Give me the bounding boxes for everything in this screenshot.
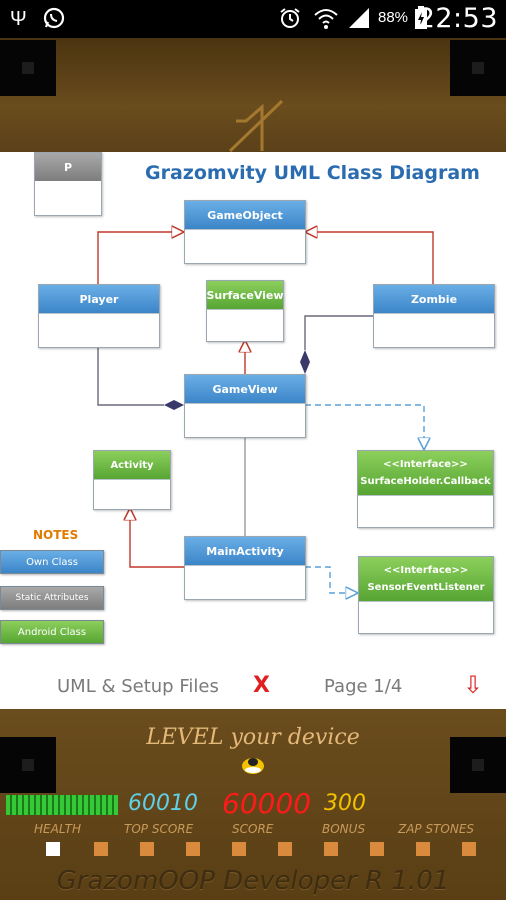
bonus-label: BONUS <box>322 822 366 836</box>
composition-diamond <box>164 400 184 410</box>
close-button[interactable]: X <box>253 673 270 698</box>
interface-header: <<Interface>> SensorEventListener <box>359 557 493 601</box>
whatsapp-icon <box>42 6 66 37</box>
game-background-bottom: LEVEL your device 60010 60000 300 HEALTH… <box>0 709 506 900</box>
clock: 22:53 <box>417 3 498 34</box>
class-gameobject[interactable]: GameObject <box>184 200 306 264</box>
class-name: MainActivity <box>185 537 305 565</box>
interface-header: <<Interface>> SurfaceHolder.Callback <box>358 451 493 495</box>
realization-gameview-surfaceholder <box>305 404 424 450</box>
bonus-value: 300 <box>324 791 366 816</box>
legend-class-label: P <box>35 153 101 181</box>
score-value: 60000 <box>222 787 312 820</box>
note-static-attributes: Static Attributes <box>0 586 104 610</box>
health-label: HEALTH <box>34 822 82 836</box>
wifi-icon <box>313 6 339 37</box>
zap-stone <box>416 842 430 856</box>
level-bubble-icon <box>242 758 264 774</box>
note-own-class: Own Class <box>0 550 104 574</box>
alarm-icon <box>278 6 302 37</box>
page-indicator: Page 1/4 <box>324 676 403 697</box>
corner-block <box>450 40 506 96</box>
composition-diamond <box>300 350 310 374</box>
class-gameview[interactable]: GameView <box>184 374 306 438</box>
signal-icon <box>347 6 371 37</box>
class-name: Player <box>39 285 159 313</box>
class-player[interactable]: Player <box>38 284 160 348</box>
zap-stone <box>278 842 292 856</box>
note-android-class: Android Class <box>0 620 104 644</box>
class-zombie[interactable]: Zombie <box>373 284 495 348</box>
class-mainactivity[interactable]: MainActivity <box>184 536 306 600</box>
battery-percent: 88% <box>378 9 409 26</box>
zap-stone <box>462 842 476 856</box>
inheritance-mainactivity-activity <box>130 508 184 568</box>
zap-stone-active <box>46 842 60 856</box>
next-page-arrow-icon[interactable]: ⇩ <box>463 671 484 699</box>
class-name: Zombie <box>374 285 494 313</box>
top-score-label: TOP SCORE <box>124 822 194 836</box>
diagram-title: Grazomvity UML Class Diagram <box>145 162 480 184</box>
interface-sensoreventlistener[interactable]: <<Interface>> SensorEventListener <box>358 556 494 634</box>
association-player-gameview <box>97 344 164 406</box>
zap-stones-label: ZAP STONES <box>398 822 475 836</box>
top-score-value: 60010 <box>128 791 198 816</box>
level-message: LEVEL your device <box>146 725 360 750</box>
zap-stone <box>186 842 200 856</box>
interface-stereotype: <<Interface>> <box>383 565 469 576</box>
game-background-top <box>0 38 506 153</box>
class-name: SurfaceView <box>206 281 284 309</box>
uml-setup-files-label: UML & Setup Files <box>57 676 219 697</box>
association-zombie-gameview <box>304 315 373 350</box>
interface-stereotype: <<Interface>> <box>383 459 468 470</box>
usb-icon: Ψ <box>10 8 27 30</box>
interface-name: SensorEventListener <box>367 582 485 593</box>
zap-stone <box>94 842 108 856</box>
corner-block <box>0 40 56 96</box>
class-name: GameObject <box>185 201 305 229</box>
inheritance-player-gameobject <box>97 232 184 284</box>
class-surfaceview[interactable]: SurfaceView <box>206 280 284 342</box>
zap-stone <box>324 842 338 856</box>
class-name: Activity <box>94 451 170 479</box>
speaker-outline-icon <box>228 99 284 153</box>
zap-stone <box>232 842 246 856</box>
uml-connectors <box>97 152 434 709</box>
developer-version-text: GrazomOOP Developer R 1.01 <box>56 866 450 896</box>
interface-surfaceholder-callback[interactable]: <<Interface>> SurfaceHolder.Callback <box>357 450 494 528</box>
interface-name: SurfaceHolder.Callback <box>360 476 491 487</box>
inheritance-zombie-gameobject <box>305 232 434 284</box>
battery-charging-icon <box>414 6 428 37</box>
realization-mainactivity-sensor <box>305 566 358 593</box>
corner-block <box>0 737 56 793</box>
uml-panel: P Grazomvity UML Class Diagram GameObjec… <box>0 152 506 709</box>
legend-class-box: P <box>34 152 102 216</box>
corner-block <box>450 737 506 793</box>
zap-stone <box>140 842 154 856</box>
class-activity[interactable]: Activity <box>93 450 171 510</box>
notes-title: NOTES <box>33 528 79 542</box>
status-bar: Ψ 88% 22:53 <box>0 0 506 38</box>
class-name: GameView <box>185 375 305 403</box>
score-label: SCORE <box>232 822 274 836</box>
health-bar <box>6 795 118 815</box>
zap-stone <box>370 842 384 856</box>
